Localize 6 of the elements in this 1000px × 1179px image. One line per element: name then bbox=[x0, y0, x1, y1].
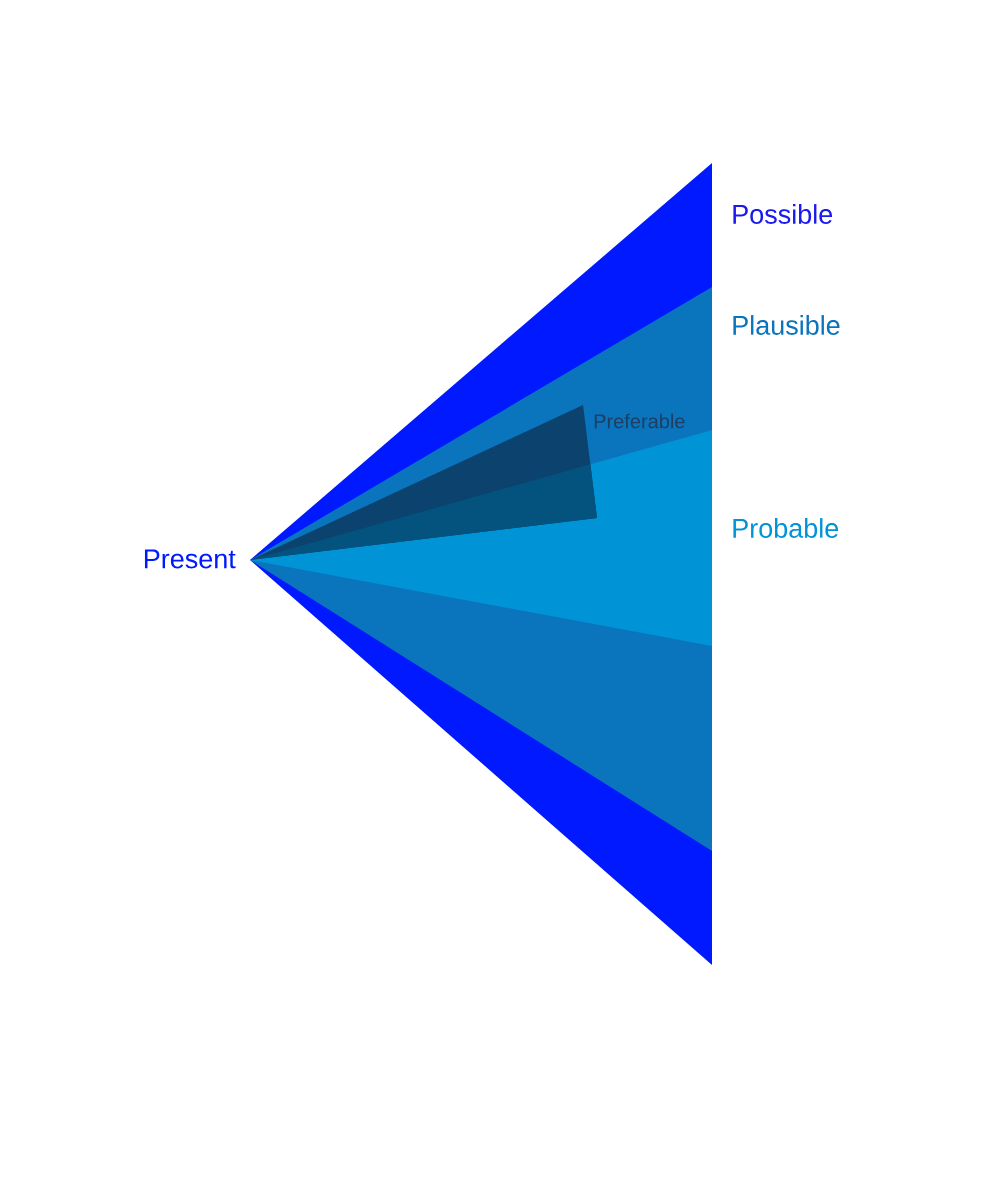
present-label: Present bbox=[144, 549, 236, 569]
node-label: Possible bbox=[733, 204, 833, 224]
node-label: Preferable bbox=[594, 413, 685, 429]
node-label: Probable bbox=[733, 518, 839, 538]
cone: Preferable bbox=[250, 405, 685, 560]
node-label: Plausible bbox=[733, 315, 840, 335]
